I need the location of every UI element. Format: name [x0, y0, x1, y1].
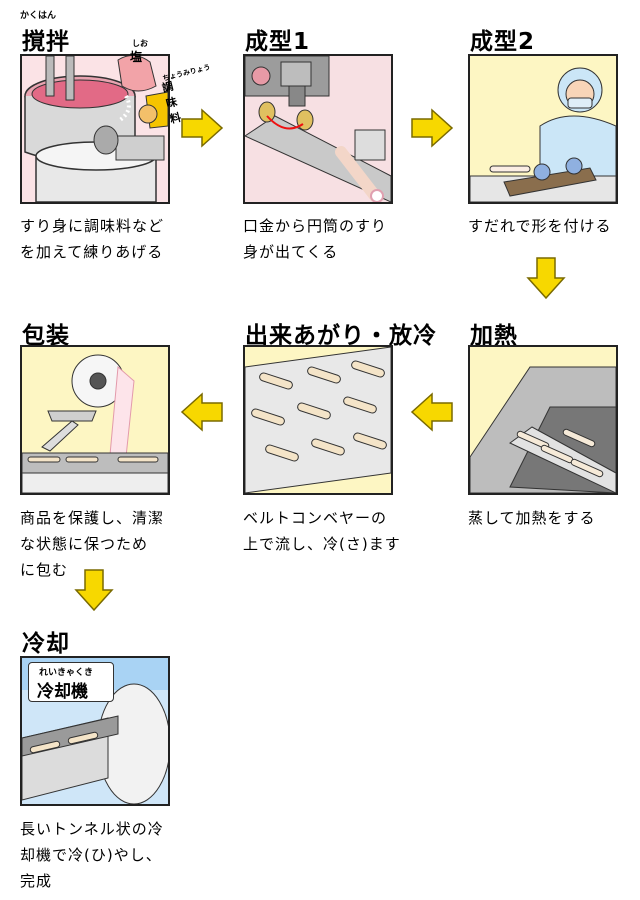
worker-illustration [468, 54, 618, 204]
step-caption: すだれで形を付ける [468, 213, 628, 239]
step-caption: ベルトコンベヤーの 上で流し、冷(さ)ます [243, 505, 403, 557]
caption-line: 却機で冷(ひ)やし、 [20, 846, 162, 864]
step-caption: すり身に調味料など を加えて練りあげる [20, 213, 180, 265]
step-title: 包装 [22, 323, 70, 349]
caption-line: 口金から円筒のすり [243, 217, 388, 235]
step-title: 出来あがり・放冷 [245, 323, 437, 349]
caption-line: を加えて練りあげる [20, 243, 164, 261]
caption-line: 蒸して加熱をする [468, 509, 596, 527]
arrow-down-icon [74, 568, 114, 612]
caption-line: 身が出てくる [243, 243, 339, 261]
arrow-right-icon [410, 108, 454, 148]
arrow-left-icon [180, 392, 224, 432]
step-title-ruby: かくはん [20, 11, 57, 21]
extruder-illustration [243, 54, 393, 204]
cooling-machine-ruby: れいきゃくき [39, 668, 94, 678]
salt-ruby: しお [132, 39, 148, 48]
arrow-left-icon [410, 392, 454, 432]
caption-line: 長いトンネル状の冷 [20, 820, 164, 838]
step-title: 加熱 [470, 323, 518, 349]
arrow-down-icon [526, 256, 566, 300]
caption-line: 完成 [20, 872, 53, 890]
step-caption: 蒸して加熱をする [468, 505, 628, 531]
caption-line: 商品を保護し、清潔 [20, 509, 165, 527]
step-caption: 商品を保護し、清潔 な状態に保つため に包む [20, 505, 180, 583]
step-title: 成型2 [470, 29, 536, 55]
caption-line: すり身に調味料など [20, 217, 165, 235]
step-title: 撹拌 [22, 29, 70, 55]
conveyor-illustration [243, 345, 393, 495]
steamer-illustration [468, 345, 618, 495]
cooling-machine-sign: れいきゃくき 冷却機 [28, 662, 114, 702]
caption-line: ベルトコンベヤーの [243, 509, 388, 527]
cooling-tunnel-illustration [20, 656, 170, 806]
salt-label: 塩 [130, 50, 143, 64]
caption-line: な状態に保つため [20, 535, 149, 553]
caption-line: 上で流し、冷(さ)ます [243, 535, 401, 553]
arrow-right-icon [180, 108, 224, 148]
wrapper-illustration [20, 345, 170, 495]
step-title: 冷却 [22, 631, 70, 657]
step-title: 成型1 [245, 29, 311, 55]
step-caption: 長いトンネル状の冷 却機で冷(ひ)やし、 完成 [20, 816, 180, 894]
caption-line: に包む [20, 561, 69, 579]
cooling-machine-label: 冷却機 [37, 682, 88, 702]
mixer-illustration [20, 54, 170, 204]
step-caption: 口金から円筒のすり 身が出てくる [243, 213, 403, 265]
caption-line: すだれで形を付ける [468, 217, 612, 235]
